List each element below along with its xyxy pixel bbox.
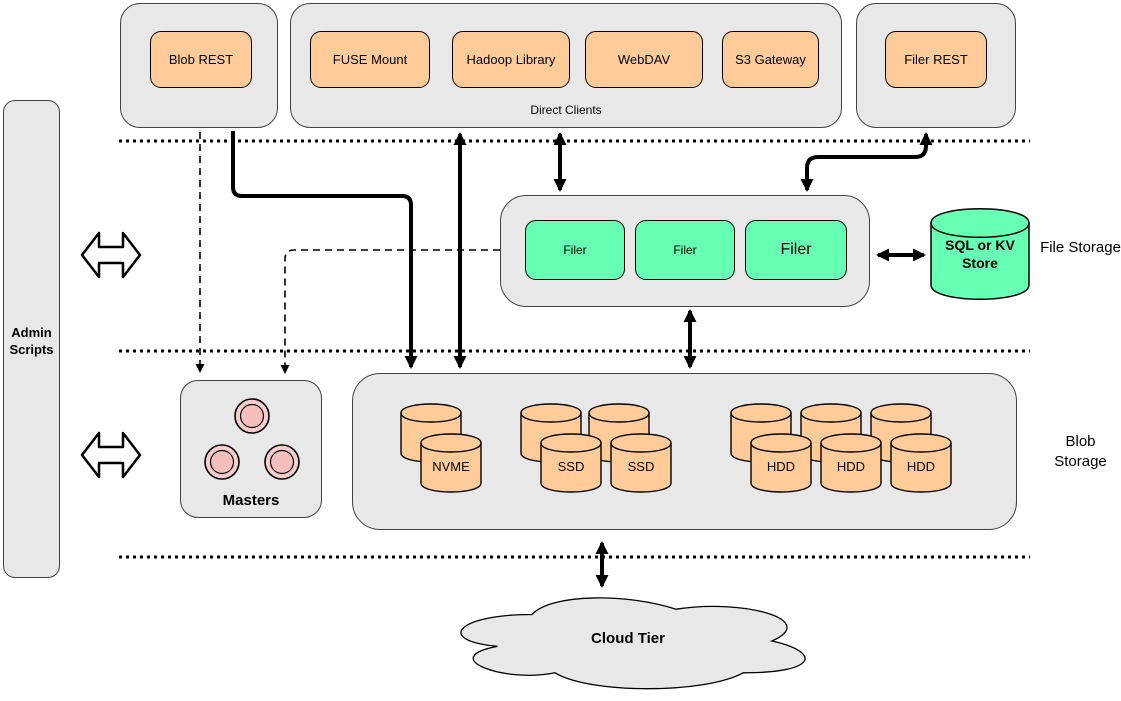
ssd-volume-cylinder-2: SSD [610, 433, 672, 498]
hdd-volume-cylinder-3: HDD [890, 433, 952, 498]
hdd-volume-cylinder-1: HDD [750, 433, 812, 498]
client-box-hadoop-library: Hadoop Library [452, 31, 570, 88]
filer-3-label: Filer [780, 241, 812, 258]
dashed-arrow-filers-masters [280, 249, 500, 374]
filer-box-3: Filer [745, 220, 847, 280]
database-cylinder-icon [930, 208, 1030, 300]
blob-rest-label: Blob REST [168, 52, 234, 67]
admin-sync-file-storage-arrow-icon [80, 231, 142, 279]
masters-label: Masters [222, 492, 280, 509]
sql-kv-store-cylinder: SQL or KV Store [930, 208, 1030, 300]
webdav-label: WebDAV [617, 52, 671, 67]
filer-rest-label: Filer REST [904, 52, 968, 67]
filer-1-label: Filer [563, 243, 587, 257]
hdd-volume-cylinder-2: HDD [820, 433, 882, 498]
ssd-label: SSD [627, 459, 655, 474]
s3-gateway-label: S3 Gateway [735, 52, 806, 67]
ssd-label: SSD [557, 459, 585, 474]
blob-rest-box: Blob REST [150, 31, 252, 88]
filer-box-1: Filer [525, 220, 625, 280]
ssd-volume-cylinder-1: SSD [540, 433, 602, 498]
admin-scripts-label: Admin Scripts [9, 325, 54, 357]
hdd-label: HDD [836, 459, 866, 474]
admin-scripts-panel: Admin Scripts [3, 100, 60, 578]
arrow-blobrest-to-volumes [231, 131, 418, 369]
direct-clients-caption: Direct Clients [530, 103, 602, 117]
cloud-tier-label: Cloud Tier [591, 630, 665, 647]
file-storage-label: File Storage [1040, 239, 1121, 256]
masters-group: Masters [180, 380, 322, 518]
filer-rest-box: Filer REST [885, 31, 987, 88]
fuse-mount-label: FUSE Mount [332, 52, 408, 67]
filer-box-2: Filer [635, 220, 735, 280]
hdd-label: HDD [766, 459, 796, 474]
hdd-label: HDD [906, 459, 936, 474]
arrow-filerrest-filers [800, 132, 933, 192]
client-box-webdav: WebDAV [585, 31, 703, 88]
master-nodes-icon [204, 398, 300, 480]
cloud-icon [460, 597, 806, 690]
nvme-label: NVME [432, 459, 470, 474]
client-box-s3-gateway: S3 Gateway [722, 31, 819, 88]
nvme-volume-cylinder: NVME [420, 433, 482, 498]
cloud-tier-shape: Cloud Tier [436, 588, 820, 700]
filer-2-label: Filer [673, 243, 697, 257]
sql-kv-store-label: SQL or KV Store [945, 237, 1015, 272]
client-box-fuse-mount: FUSE Mount [310, 31, 430, 88]
hadoop-library-label: Hadoop Library [466, 52, 556, 67]
admin-sync-blob-storage-arrow-icon [80, 431, 142, 479]
blob-storage-label: Blob Storage [1054, 433, 1107, 471]
